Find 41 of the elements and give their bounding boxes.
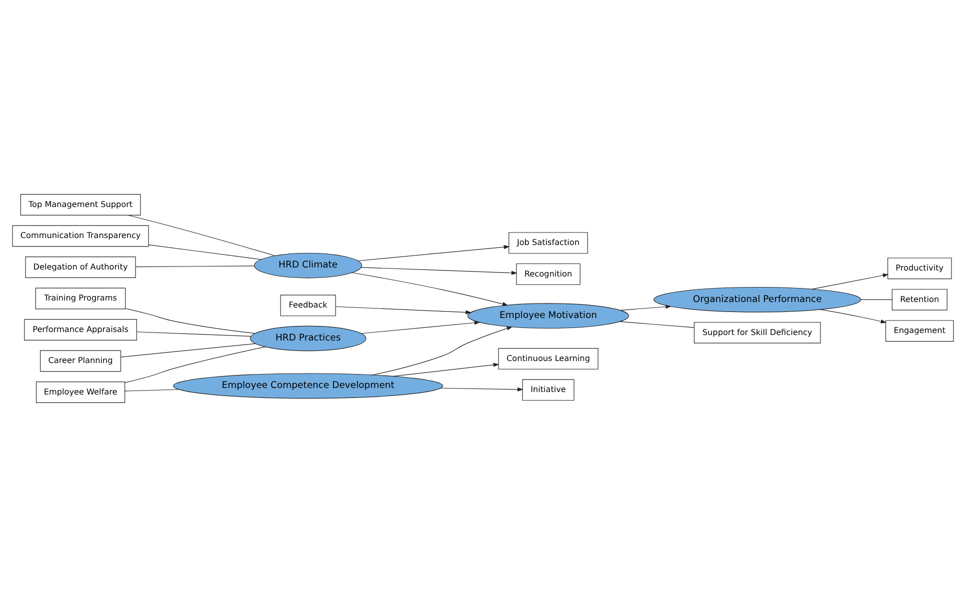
connector — [127, 214, 276, 256]
arrow — [620, 304, 672, 310]
connector — [619, 320, 694, 328]
connector — [860, 298, 892, 300]
node-box: Continuous Learning — [498, 347, 598, 369]
node-box: Delegation of Authority — [25, 256, 136, 278]
connector — [125, 308, 256, 334]
node-box: Performance Appraisals — [24, 318, 137, 340]
node-box: Top Management Support — [20, 194, 141, 215]
node-box: Employee Welfare — [36, 381, 126, 402]
arrow — [440, 386, 524, 391]
node-box: Initiative — [522, 378, 574, 400]
node-box: Support for Skill Deficiency — [694, 321, 821, 343]
connector — [135, 265, 255, 267]
connector — [148, 244, 262, 260]
arrow — [372, 326, 513, 375]
arrow — [820, 308, 887, 323]
connector — [120, 342, 256, 357]
node-ellipse: Employee Competence Development — [173, 372, 444, 398]
connector — [124, 388, 180, 391]
node-box: Recognition — [516, 262, 580, 284]
connector — [136, 331, 252, 336]
node-ellipse: HRD Climate — [254, 252, 362, 278]
arrow — [392, 362, 500, 376]
node-ellipse: Organizational Performance — [654, 286, 862, 312]
node-box: Feedback — [280, 294, 336, 316]
arrow — [811, 272, 889, 289]
node-box: Job Satisfaction — [508, 232, 588, 254]
node-box: Engagement — [885, 320, 954, 342]
arrow — [358, 244, 510, 261]
node-box: Career Planning — [40, 350, 122, 372]
connector — [124, 346, 266, 382]
node-box: Training Programs — [35, 287, 126, 309]
node-box: Retention — [892, 288, 948, 310]
arrow — [360, 320, 480, 334]
arrow — [360, 266, 518, 274]
node-ellipse: HRD Practices — [250, 325, 366, 351]
arrow — [335, 306, 472, 314]
node-box: Productivity — [888, 257, 952, 279]
node-box: Communication Transparency — [12, 224, 149, 246]
arrow — [352, 272, 508, 306]
